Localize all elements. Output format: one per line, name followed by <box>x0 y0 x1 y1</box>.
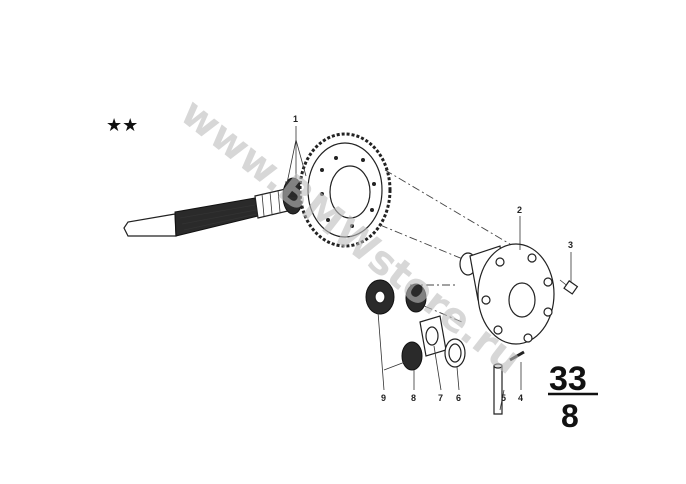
callout-3: 3 <box>568 240 573 250</box>
callout-4: 4 <box>518 393 523 403</box>
bolt <box>559 279 579 295</box>
callout-2: 2 <box>517 205 522 215</box>
watermark-text: www.BMWstore.ru <box>172 90 530 384</box>
differential-shaft-pin <box>493 363 503 415</box>
star-markers: ★★ <box>106 115 138 135</box>
thrust-washer <box>444 338 466 368</box>
callout-1: 1 <box>293 114 298 124</box>
crown-wheel <box>298 132 392 248</box>
leader-lines <box>285 126 572 411</box>
drive-pinion-shaft <box>123 177 304 237</box>
callout-8: 8 <box>411 393 416 403</box>
differential-housing <box>459 243 555 345</box>
spider-block <box>419 315 447 357</box>
lock-pin <box>509 350 525 362</box>
differential-gears <box>365 279 427 371</box>
group-number: 33 <box>549 360 587 398</box>
page-number: 8 <box>561 398 579 434</box>
callout-9: 9 <box>381 393 386 403</box>
callout-7: 7 <box>438 393 443 403</box>
callout-6: 6 <box>456 393 461 403</box>
callout-5: 5 <box>501 393 506 403</box>
